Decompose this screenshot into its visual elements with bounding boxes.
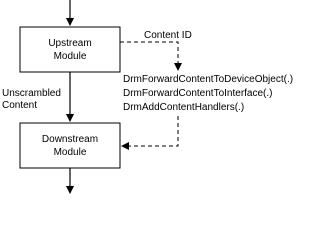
unscrambled-label-line1: Unscrambled bbox=[2, 88, 61, 99]
downstream-module-box bbox=[19, 122, 121, 169]
upstream-label-line2: Module bbox=[54, 51, 87, 62]
unscrambled-label-line2: Content bbox=[2, 100, 37, 111]
content-id-dashed-path bbox=[120, 41, 182, 71]
flow-diagram: Upstream Module Unscrambled Content Down… bbox=[2, 0, 293, 194]
function-label-1: DrmForwardContentToDeviceObject(.) bbox=[123, 74, 293, 85]
upstream-label-line1: Upstream bbox=[48, 38, 91, 49]
function-label-3: DrmAddContentHandlers(.) bbox=[123, 102, 244, 113]
content-id-label: Content ID bbox=[144, 30, 192, 41]
downstream-label-line2: Module bbox=[54, 147, 87, 158]
return-dashed-path bbox=[121, 116, 179, 150]
upstream-module-box bbox=[19, 26, 121, 73]
function-label-2: DrmForwardContentToInterface(.) bbox=[123, 88, 273, 99]
downstream-label-line1: Downstream bbox=[42, 134, 98, 145]
